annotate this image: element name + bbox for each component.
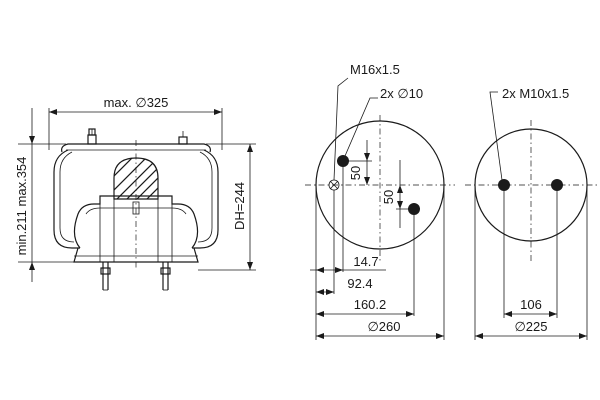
dim-diameter-225: ∅225 [475, 319, 587, 339]
thread-main-label: M16x1.5 [350, 62, 400, 77]
top-stud-left [87, 128, 97, 145]
dim-design-height: DH=244 [198, 143, 256, 271]
holes-label: 2x ∅10 [380, 86, 423, 101]
dim-3-label: 160.2 [354, 297, 387, 312]
dim-1-label: 14.7 [353, 254, 378, 269]
dim-offset-upper: 50 [343, 140, 372, 185]
bottom-stud-left [100, 262, 111, 291]
side-view: max. ∅325 min.211 max.354 DH=244 [14, 95, 256, 291]
dim-height-range: min.211 max.354 [14, 108, 74, 282]
dim-2-label: 92.4 [347, 276, 372, 291]
offset-a-label: 50 [348, 166, 363, 180]
dim-92-4: 92.4 [316, 276, 373, 295]
dim-14-7: 14.7 [310, 254, 386, 273]
dim-offset-lower: 50 [381, 160, 414, 228]
dim-diameter-260: ∅260 [316, 319, 444, 339]
bottom-diameter-label: ∅225 [514, 319, 547, 334]
bottom-plate-view: 2x M10x1.5 106 ∅225 [465, 86, 598, 340]
top-diameter-label: ∅260 [367, 319, 400, 334]
design-height-label: DH=244 [232, 182, 247, 230]
dim-max-diameter: max. ∅325 [48, 95, 223, 150]
max-diameter-label: max. ∅325 [104, 95, 169, 110]
bolt-spacing-label: 106 [520, 297, 542, 312]
bolt-hole-left [498, 179, 510, 191]
dim-160-2: 160.2 [316, 297, 414, 317]
dim-106: 106 [504, 297, 557, 317]
bottom-stud-right [160, 262, 171, 291]
offset-b-label: 50 [381, 190, 396, 204]
bolt-hole-right [551, 179, 563, 191]
bottom-thread-label: 2x M10x1.5 [502, 86, 569, 101]
bellows-outline [53, 149, 80, 249]
top-stud-right [178, 131, 188, 145]
top-plate-view: 50 50 M16x1.5 2x ∅10 14.7 [305, 62, 455, 340]
height-range-label: min.211 max.354 [14, 157, 29, 256]
